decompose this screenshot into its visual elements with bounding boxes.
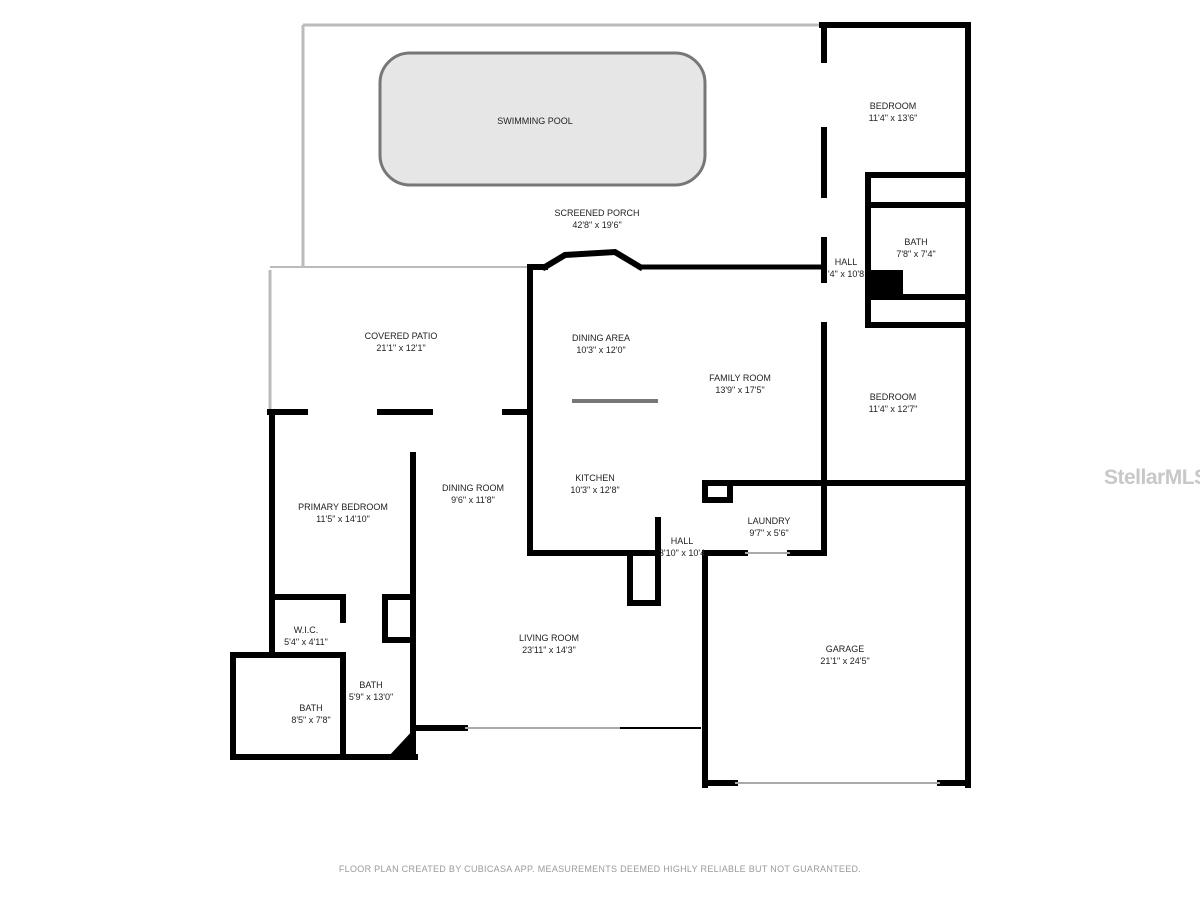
room-name: HALL <box>834 257 858 267</box>
room-dims: 5'9" x 13'0" <box>348 692 394 702</box>
room-dims: 8'5" x 7'8" <box>291 715 331 725</box>
footer-disclaimer: FLOOR PLAN CREATED BY CUBICASA APP. MEAS… <box>338 864 862 874</box>
room-name: FAMILY ROOM <box>709 373 771 383</box>
room-name: DINING ROOM <box>442 483 504 493</box>
room-dims: 21'1" x 24'5" <box>820 656 870 666</box>
room-dims: 10'3" x 12'8" <box>570 485 620 495</box>
room-name: W.I.C. <box>293 625 319 635</box>
room-dims: '4" x 10'8 <box>827 269 865 279</box>
room-name: KITCHEN <box>575 473 615 483</box>
room-dims: 10'3" x 12'0" <box>576 345 626 355</box>
room-bath-1: BATH 7'8" x 7'4" <box>896 236 935 260</box>
room-family-room: FAMILY ROOM 13'9" x 17'5" <box>709 372 771 396</box>
room-name: SWIMMING POOL <box>497 116 573 126</box>
room-name: BEDROOM <box>869 101 917 111</box>
room-dims: 23'11" x 14'3" <box>522 645 576 655</box>
room-name: BATH <box>359 680 383 690</box>
room-dims: 42'8" x 19'6" <box>572 220 622 230</box>
room-dims: 7'8" x 7'4" <box>896 249 936 259</box>
room-bedroom-2: BEDROOM 11'4" x 12'7" <box>869 391 918 415</box>
room-dims: 9'7" x 5'6" <box>749 528 789 538</box>
windows <box>465 399 940 784</box>
corner-fill <box>388 728 415 757</box>
room-screened-porch: SCREENED PORCH 42'8" x 19'6" <box>554 207 639 231</box>
room-name: PRIMARY BEDROOM <box>298 502 388 512</box>
room-laundry: LAUNDRY 9'7" x 5'6" <box>748 515 791 539</box>
room-kitchen: KITCHEN 10'3" x 12'8" <box>570 472 619 496</box>
room-dims: 5'4" x 4'11" <box>284 637 328 647</box>
room-living-room: LIVING ROOM 23'11" x 14'3" <box>519 632 579 656</box>
room-name: BATH <box>299 703 323 713</box>
room-name: BATH <box>904 237 928 247</box>
room-dims: 11'5" x 14'10" <box>316 514 370 524</box>
room-dims: 11'4" x 13'6" <box>868 113 918 123</box>
room-name: COVERED PATIO <box>364 331 438 341</box>
porch-screen <box>268 23 822 410</box>
room-dining-area: DINING AREA 10'3" x 12'0" <box>572 332 630 356</box>
room-name: SCREENED PORCH <box>554 208 640 218</box>
shower-block <box>868 270 903 297</box>
room-primary-bedroom: PRIMARY BEDROOM 11'5" x 14'10" <box>298 501 388 525</box>
room-dims: 13'9" x 17'5" <box>715 385 765 395</box>
room-garage: GARAGE 21'1" x 24'5" <box>820 643 869 667</box>
room-dims: 11'4" x 12'7" <box>868 404 918 414</box>
room-wic: W.I.C. 5'4" x 4'11" <box>284 624 328 648</box>
room-covered-patio: COVERED PATIO 21'1" x 12'1" <box>365 330 438 354</box>
room-dining-room: DINING ROOM 9'6" x 11'8" <box>442 482 504 506</box>
room-swimming-pool: SWIMMING POOL <box>497 115 573 127</box>
room-hall-2: HALL 3'10" x 10'4 <box>659 535 705 559</box>
walls <box>230 22 971 788</box>
watermark: StellarMLS <box>1104 466 1200 489</box>
room-name: BEDROOM <box>869 392 917 402</box>
room-name: LIVING ROOM <box>518 633 580 643</box>
room-name: HALL <box>670 536 694 546</box>
swimming-pool <box>378 51 707 187</box>
room-dims: 9'6" x 11'8" <box>451 495 495 505</box>
room-bath-2: BATH 5'9" x 13'0" <box>349 679 393 703</box>
room-hall-1: HALL '4" x 10'8 <box>828 256 864 280</box>
room-bath-3: BATH 8'5" x 7'8" <box>291 702 330 726</box>
room-name: DINING AREA <box>571 333 631 343</box>
room-name: GARAGE <box>825 644 865 654</box>
room-name: LAUNDRY <box>747 516 791 526</box>
room-dims: 21'1" x 12'1" <box>376 343 426 353</box>
room-dims: 3'10" x 10'4 <box>658 548 706 558</box>
room-bedroom-1: BEDROOM 11'4" x 13'6" <box>869 100 918 124</box>
